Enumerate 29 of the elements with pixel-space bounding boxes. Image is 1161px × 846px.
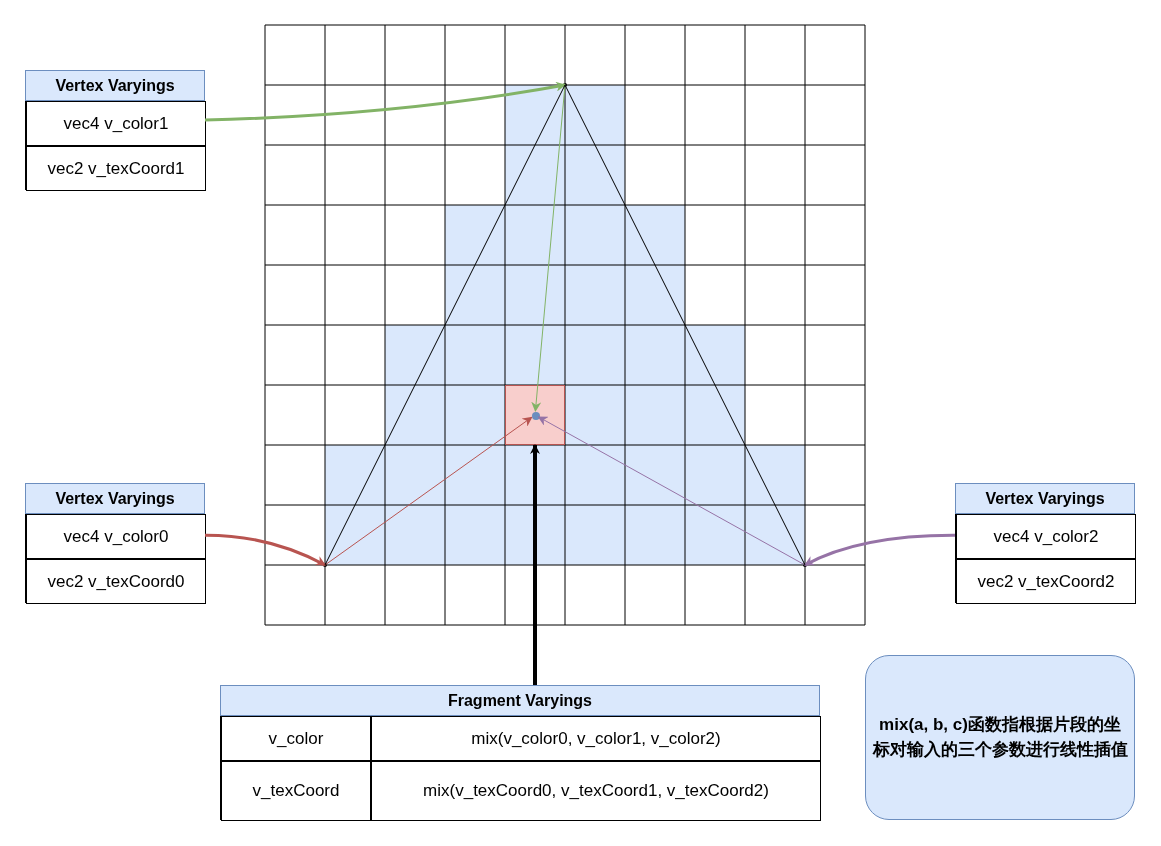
table-header: Vertex Varyings bbox=[955, 483, 1135, 514]
table-row: vec2 v_texCoord2 bbox=[956, 559, 1136, 604]
table-row: mix(v_texCoord0, v_texCoord1, v_texCoord2) bbox=[371, 761, 821, 821]
table-row: v_texCoord bbox=[221, 761, 371, 821]
triangle-vertex bbox=[803, 563, 807, 567]
arrow bbox=[324, 416, 533, 566]
table-header: Vertex Varyings bbox=[25, 70, 205, 101]
table-row: vec2 v_texCoord0 bbox=[26, 559, 206, 604]
arrow bbox=[204, 533, 326, 567]
fragment-point bbox=[532, 412, 540, 420]
table-header: Fragment Varyings bbox=[220, 685, 820, 716]
table-header: Vertex Varyings bbox=[25, 483, 205, 514]
note-box: mix(a, b, c)函数指根据片段的坐标对输入的三个参数进行线性插值 bbox=[865, 655, 1135, 820]
arrow bbox=[530, 444, 540, 685]
triangle-vertex bbox=[323, 563, 327, 567]
table-row: vec2 v_texCoord1 bbox=[26, 146, 206, 191]
arrow bbox=[531, 84, 566, 412]
triangle-vertex bbox=[563, 83, 567, 87]
fragment-pixel bbox=[505, 385, 565, 445]
table-row: vec4 v_color2 bbox=[956, 514, 1136, 559]
arrow bbox=[804, 533, 955, 567]
table-row: mix(v_color0, v_color1, v_color2) bbox=[371, 716, 821, 761]
table-row: vec4 v_color1 bbox=[26, 101, 206, 146]
arrow bbox=[537, 416, 806, 566]
arrow bbox=[204, 81, 566, 122]
triangle-side bbox=[564, 84, 806, 566]
table-row: vec4 v_color0 bbox=[26, 514, 206, 559]
triangle-side bbox=[324, 84, 566, 566]
table-row: v_color bbox=[221, 716, 371, 761]
